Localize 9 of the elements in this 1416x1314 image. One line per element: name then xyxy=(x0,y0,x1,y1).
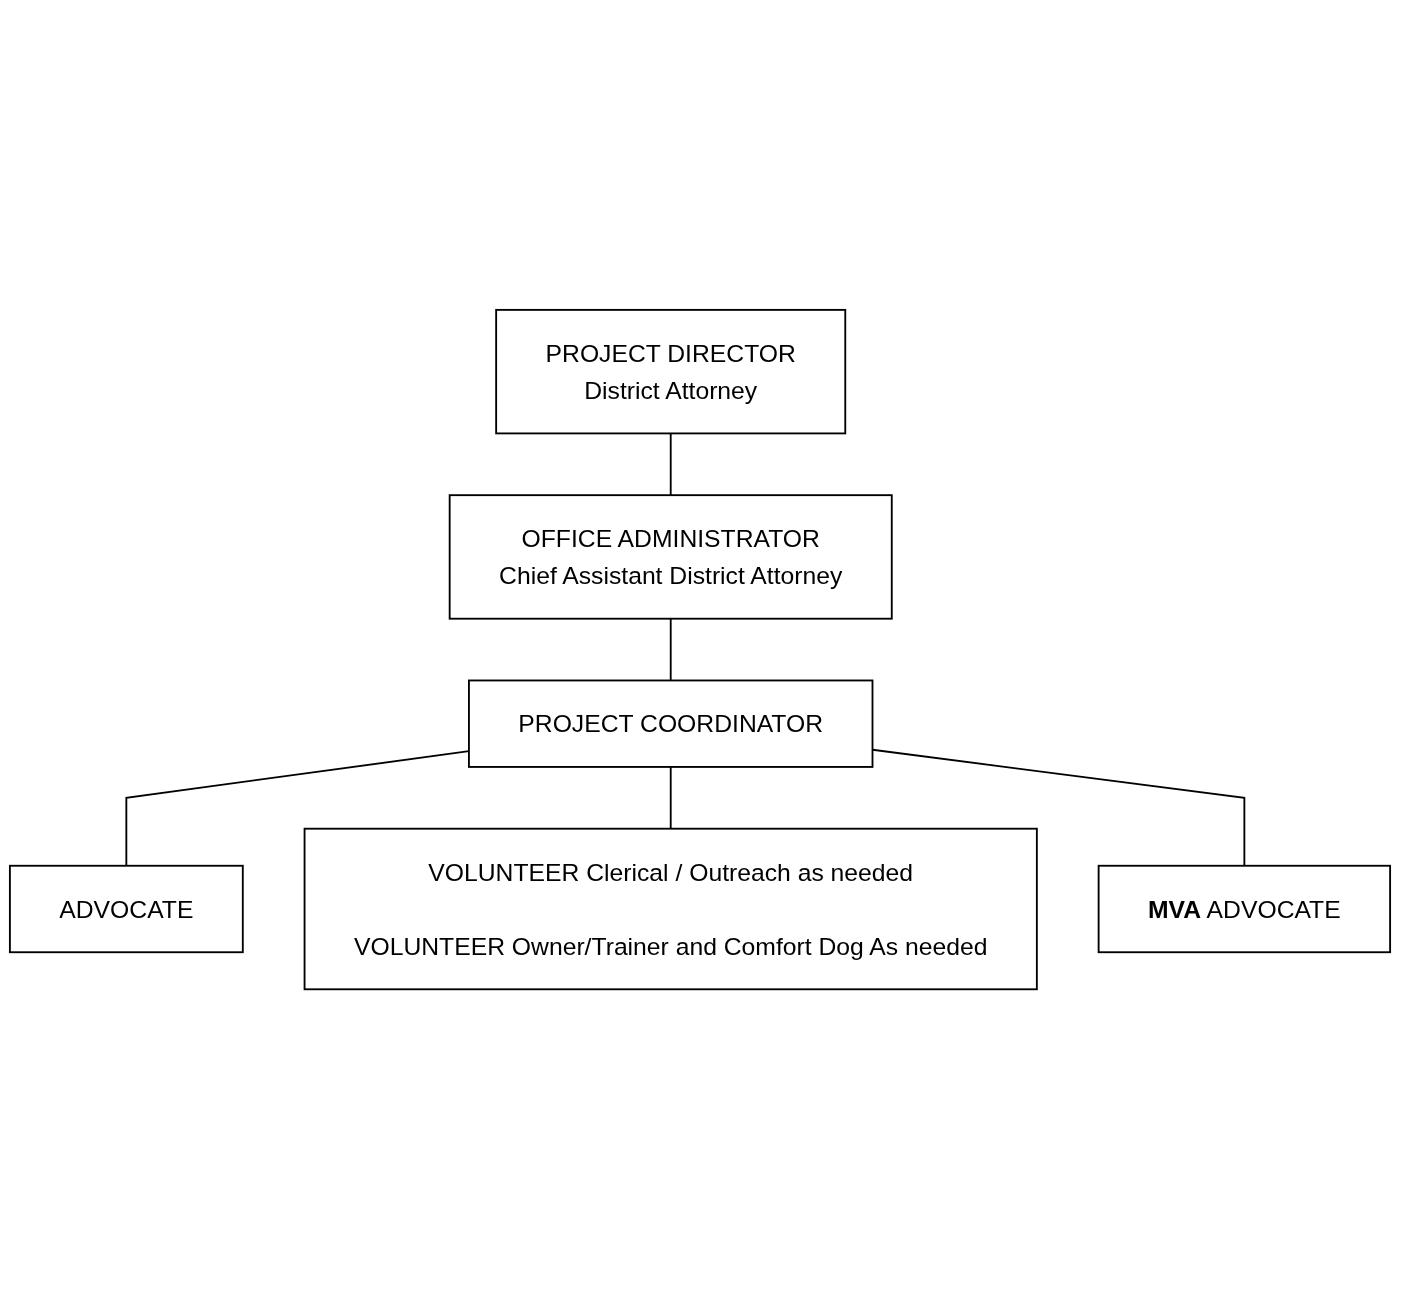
node-box: PROJECT COORDINATOR xyxy=(468,679,874,769)
node-box: OFFICE ADMINISTRATOR Chief Assistant District Attorney xyxy=(448,494,893,621)
connector xyxy=(669,432,672,497)
connector xyxy=(669,618,672,682)
node-box: MVA ADVOCATE xyxy=(1097,865,1392,954)
node-box: ADVOCATE xyxy=(8,865,244,954)
node-box: PROJECT DIRECTOR District Attorney xyxy=(495,309,847,435)
connector xyxy=(669,766,672,831)
node-box: VOLUNTEER Clerical / Outreach as needed VOLUNTEER Owner/Trainer and Comfort Dog As needed xyxy=(303,828,1038,991)
